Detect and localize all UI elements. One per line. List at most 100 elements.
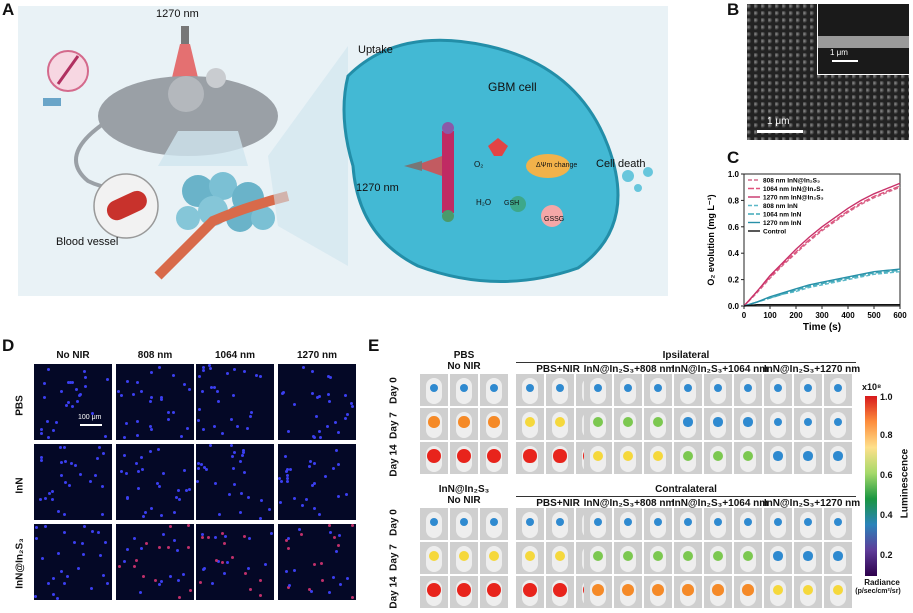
- cell-nucleus: [55, 421, 59, 425]
- luminescence-signal: [651, 583, 665, 597]
- cell-nucleus: [337, 430, 341, 434]
- mouse-image: [420, 442, 448, 474]
- cell-nucleus: [67, 400, 71, 404]
- cell-nucleus: [202, 368, 206, 372]
- cell-nucleus: [105, 377, 109, 381]
- luminescence-signal: [683, 451, 693, 461]
- mouse-image: [614, 374, 642, 406]
- cell-nucleus: [167, 417, 171, 421]
- luminescence-signal: [803, 451, 813, 461]
- cell-nucleus: [89, 587, 93, 591]
- series-line: [743, 270, 901, 307]
- cell-nucleus: [148, 400, 152, 404]
- cell-nucleus: [135, 558, 139, 562]
- cell-nucleus: [278, 476, 281, 480]
- luminescence-signal: [833, 383, 843, 393]
- cell-nucleus: [187, 387, 191, 391]
- mouse-image: [516, 442, 544, 474]
- luminescence-signal: [743, 383, 753, 393]
- cell-nucleus: [286, 537, 290, 541]
- x-tick-label: 0: [742, 311, 747, 320]
- mouse-image: [734, 442, 762, 474]
- fluorescence-image: [278, 524, 356, 600]
- cell-nucleus: [160, 398, 164, 402]
- series-line: [743, 185, 901, 307]
- cell-nucleus: [232, 450, 236, 454]
- cell-nucleus: [336, 462, 340, 466]
- cell-nucleus: [249, 414, 253, 418]
- luminescence-signal: [459, 517, 469, 527]
- cell-nucleus: [230, 455, 234, 459]
- mouse-image: [824, 374, 852, 406]
- cell-nucleus: [76, 567, 80, 571]
- mouse-image: [420, 576, 448, 608]
- luminescence-signal: [833, 417, 843, 427]
- cell-nucleus: [243, 471, 247, 475]
- mouse-image-group: [584, 408, 672, 440]
- cell-nucleus: [139, 591, 143, 595]
- mouse-image: [546, 576, 574, 608]
- mouse-image: [824, 408, 852, 440]
- cell-nucleus: [307, 587, 311, 591]
- luminescence-signal: [489, 517, 499, 527]
- cell-nucleus: [310, 589, 314, 593]
- cell-nucleus: [264, 562, 268, 566]
- mouse-image: [516, 576, 544, 608]
- cell-nucleus: [202, 466, 206, 470]
- cell-nucleus: [68, 484, 72, 488]
- mouse-image-group: [420, 576, 508, 608]
- fluorescence-image: [34, 444, 112, 520]
- cell-nucleus: [344, 394, 348, 398]
- luminescence-signal: [593, 417, 603, 427]
- x-tick-label: 100: [763, 311, 777, 320]
- colorbar-unit1: Radiance: [864, 578, 900, 587]
- luminescence-signal: [427, 449, 441, 463]
- cell-nucleus: [238, 510, 242, 514]
- cell-nucleus: [103, 540, 107, 544]
- cell-nucleus: [38, 498, 42, 502]
- d-row-label: InN@In₂S₃: [14, 538, 26, 589]
- e-day-label: Day 7: [388, 412, 400, 439]
- cell-nucleus: [51, 428, 55, 432]
- luminescence-signal: [773, 517, 783, 527]
- d-scalebar-label: 100 μm: [78, 414, 102, 421]
- e-bottom-first-line1: InN@In₂S₃: [438, 484, 490, 495]
- cell-nucleus: [58, 446, 62, 449]
- mouse-image: [734, 508, 762, 540]
- cell-nucleus: [249, 587, 253, 591]
- cell-nucleus: [90, 411, 94, 415]
- mouse-image: [704, 576, 732, 608]
- luminescence-signal: [713, 417, 723, 427]
- luminescence-signal: [743, 417, 753, 427]
- x-tick-label: 400: [841, 311, 855, 320]
- y-tick-label: 0.0: [728, 302, 740, 311]
- cell-nucleus: [64, 460, 68, 464]
- cell-nucleus: [338, 582, 342, 586]
- cell-nucleus: [286, 467, 290, 471]
- cell-nucleus: [335, 549, 339, 553]
- mouse-image: [614, 576, 642, 608]
- cell-nucleus: [312, 462, 316, 466]
- luminescence-signal: [621, 583, 635, 597]
- cell-nucleus: [62, 530, 66, 534]
- luminescence-signal: [487, 449, 501, 463]
- series-line: [743, 268, 901, 307]
- cell-nucleus: [149, 450, 153, 454]
- x-axis-label: Time (s): [803, 322, 841, 333]
- e-top-first-line1: PBS: [453, 350, 475, 361]
- mouse-image: [450, 408, 478, 440]
- mouse-image: [674, 508, 702, 540]
- legend-entry: Control: [763, 229, 786, 236]
- mouse-image: [516, 374, 544, 406]
- legend-entry: 1270 nm InN@In₂S₃: [763, 195, 824, 202]
- cell-nucleus: [304, 498, 308, 502]
- luminescence-signal: [488, 416, 500, 428]
- fluorescence-image: [34, 524, 112, 600]
- mouse-image: [420, 408, 448, 440]
- cell-nucleus: [39, 431, 43, 435]
- x-tick-label: 300: [815, 311, 829, 320]
- mouse-image-group: [584, 576, 672, 608]
- cell-nucleus: [133, 536, 137, 540]
- cell-nucleus: [280, 480, 284, 484]
- cell-nucleus: [182, 469, 186, 473]
